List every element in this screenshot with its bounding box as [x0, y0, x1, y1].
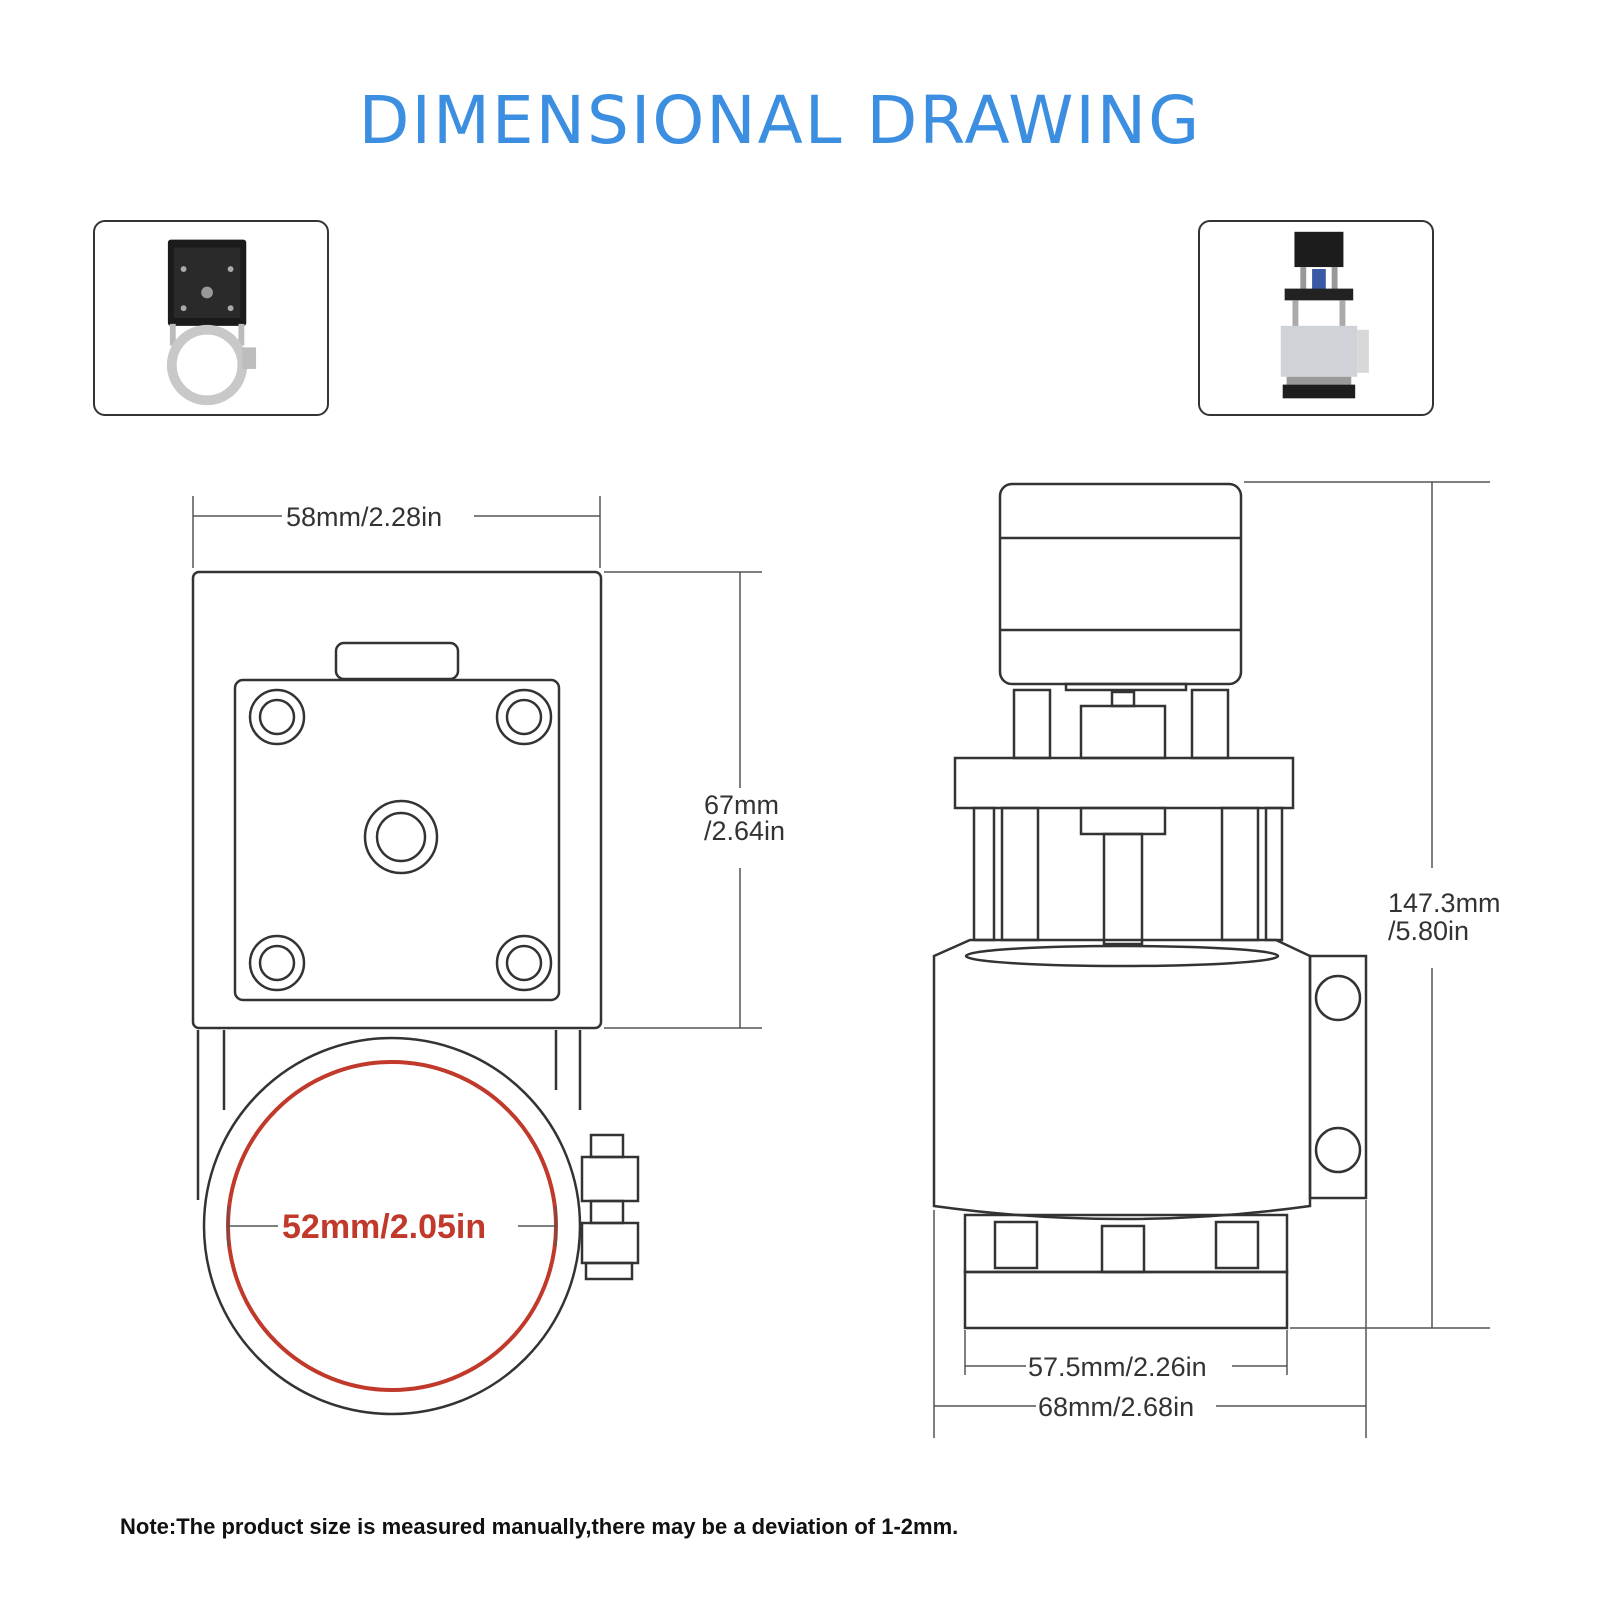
thumbnail-front-view	[93, 220, 329, 416]
top-plate	[953, 756, 1295, 810]
motor-mount-front-photo-icon	[166, 239, 257, 406]
thumbnail-side-view	[1198, 220, 1434, 416]
front-view	[191, 570, 640, 1416]
side-view	[932, 482, 1368, 1330]
clamp-arm-right	[554, 1030, 582, 1110]
clamp-arm-left	[196, 1030, 226, 1200]
motor-plate	[191, 570, 603, 1030]
clamp-bolt	[580, 1133, 640, 1281]
measurement-note: Note:The product size is measured manual…	[120, 1514, 959, 1539]
front-width-label: 58mm/2.28in	[286, 502, 442, 532]
stepper-motor	[998, 482, 1243, 686]
front-height-label-line1: 67mm	[704, 790, 779, 820]
clamp-body	[932, 938, 1312, 1221]
side-height-label-line2: /5.80in	[1388, 916, 1469, 946]
total-width-label: 68mm/2.68in	[1038, 1392, 1194, 1422]
clamp-diameter-label: 52mm/2.05in	[282, 1208, 486, 1246]
motor-shaft	[363, 799, 439, 875]
side-height-label-line1: 147.3mm	[1388, 888, 1501, 918]
motor-mount-side-photo-icon	[1280, 231, 1369, 399]
base-width-label: 57.5mm/2.26in	[1028, 1352, 1207, 1382]
clamp-ring-outer	[202, 1036, 582, 1416]
clamp-ear	[1308, 954, 1368, 1200]
motor-face	[233, 678, 561, 1002]
base-plate	[963, 1270, 1289, 1330]
front-height-label-line2: /2.64in	[704, 816, 785, 846]
connector-tab	[334, 641, 460, 681]
page-title: DIMENSIONAL DRAWING	[358, 82, 1202, 159]
